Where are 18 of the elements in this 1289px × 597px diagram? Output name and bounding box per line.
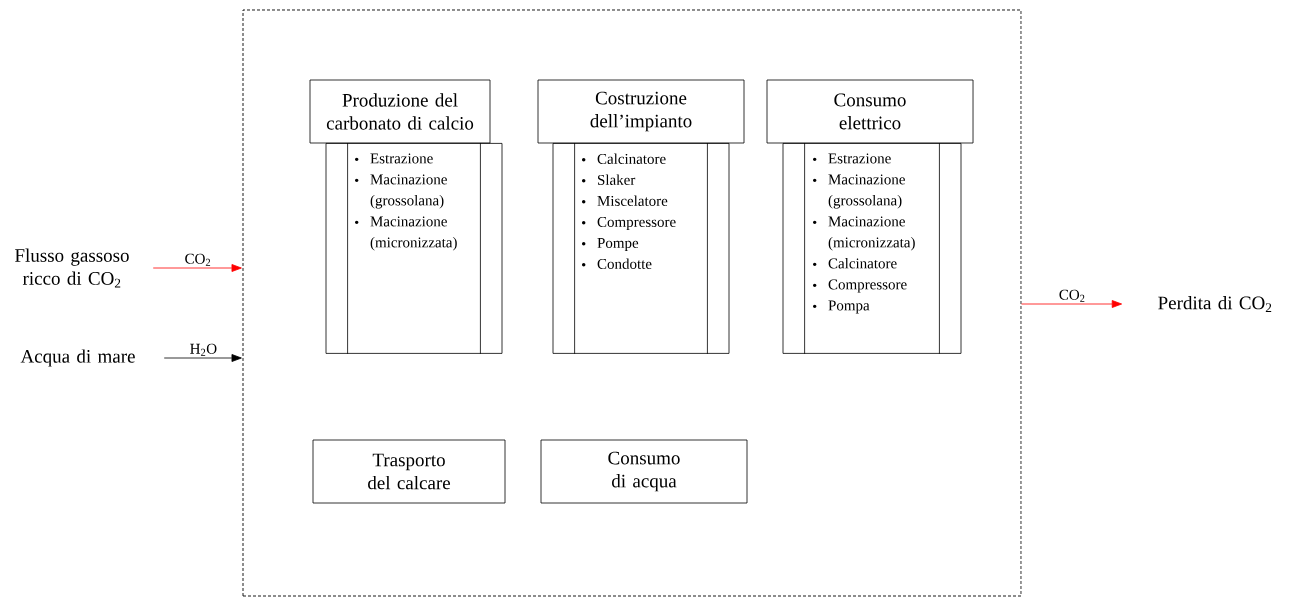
item-list-box: Estrazione Macinazione (grossolana) Macinazione (micronizzata) bbox=[325, 142, 503, 355]
process-box: Costruzione dell’impianto bbox=[537, 79, 745, 144]
arrow bbox=[152, 264, 242, 272]
process-box: Consumo di acqua bbox=[540, 439, 748, 504]
system-boundary-box bbox=[242, 9, 1022, 597]
edge-label: H$_{2}$O bbox=[188, 342, 219, 357]
flow-text: Perdita di CO$_{2}$ bbox=[1158, 296, 1272, 312]
process-box: Trasporto del calcare bbox=[312, 439, 506, 504]
flow-text: Acqua di mare bbox=[20, 349, 135, 367]
item-list-box: Calcinatore Slaker Miscelatore Compressore Pompe Condotte bbox=[552, 142, 730, 355]
edge-label: CO$_{2}$ bbox=[183, 252, 213, 267]
process-box: Produzione del carbonato di calcio bbox=[309, 79, 491, 144]
edge-label: CO$_{2}$ bbox=[1057, 288, 1087, 303]
item-list-box: Estrazione Macinazione (grossolana) Macinazione (micronizzata) Calcinatore Compressore Pompa bbox=[782, 142, 962, 355]
arrow bbox=[163, 354, 242, 362]
process-box: Consumo elettrico bbox=[766, 79, 974, 144]
arrow bbox=[1021, 300, 1123, 308]
flow-text: Flusso gassoso ricco di CO$_{2}$ bbox=[15, 248, 129, 288]
